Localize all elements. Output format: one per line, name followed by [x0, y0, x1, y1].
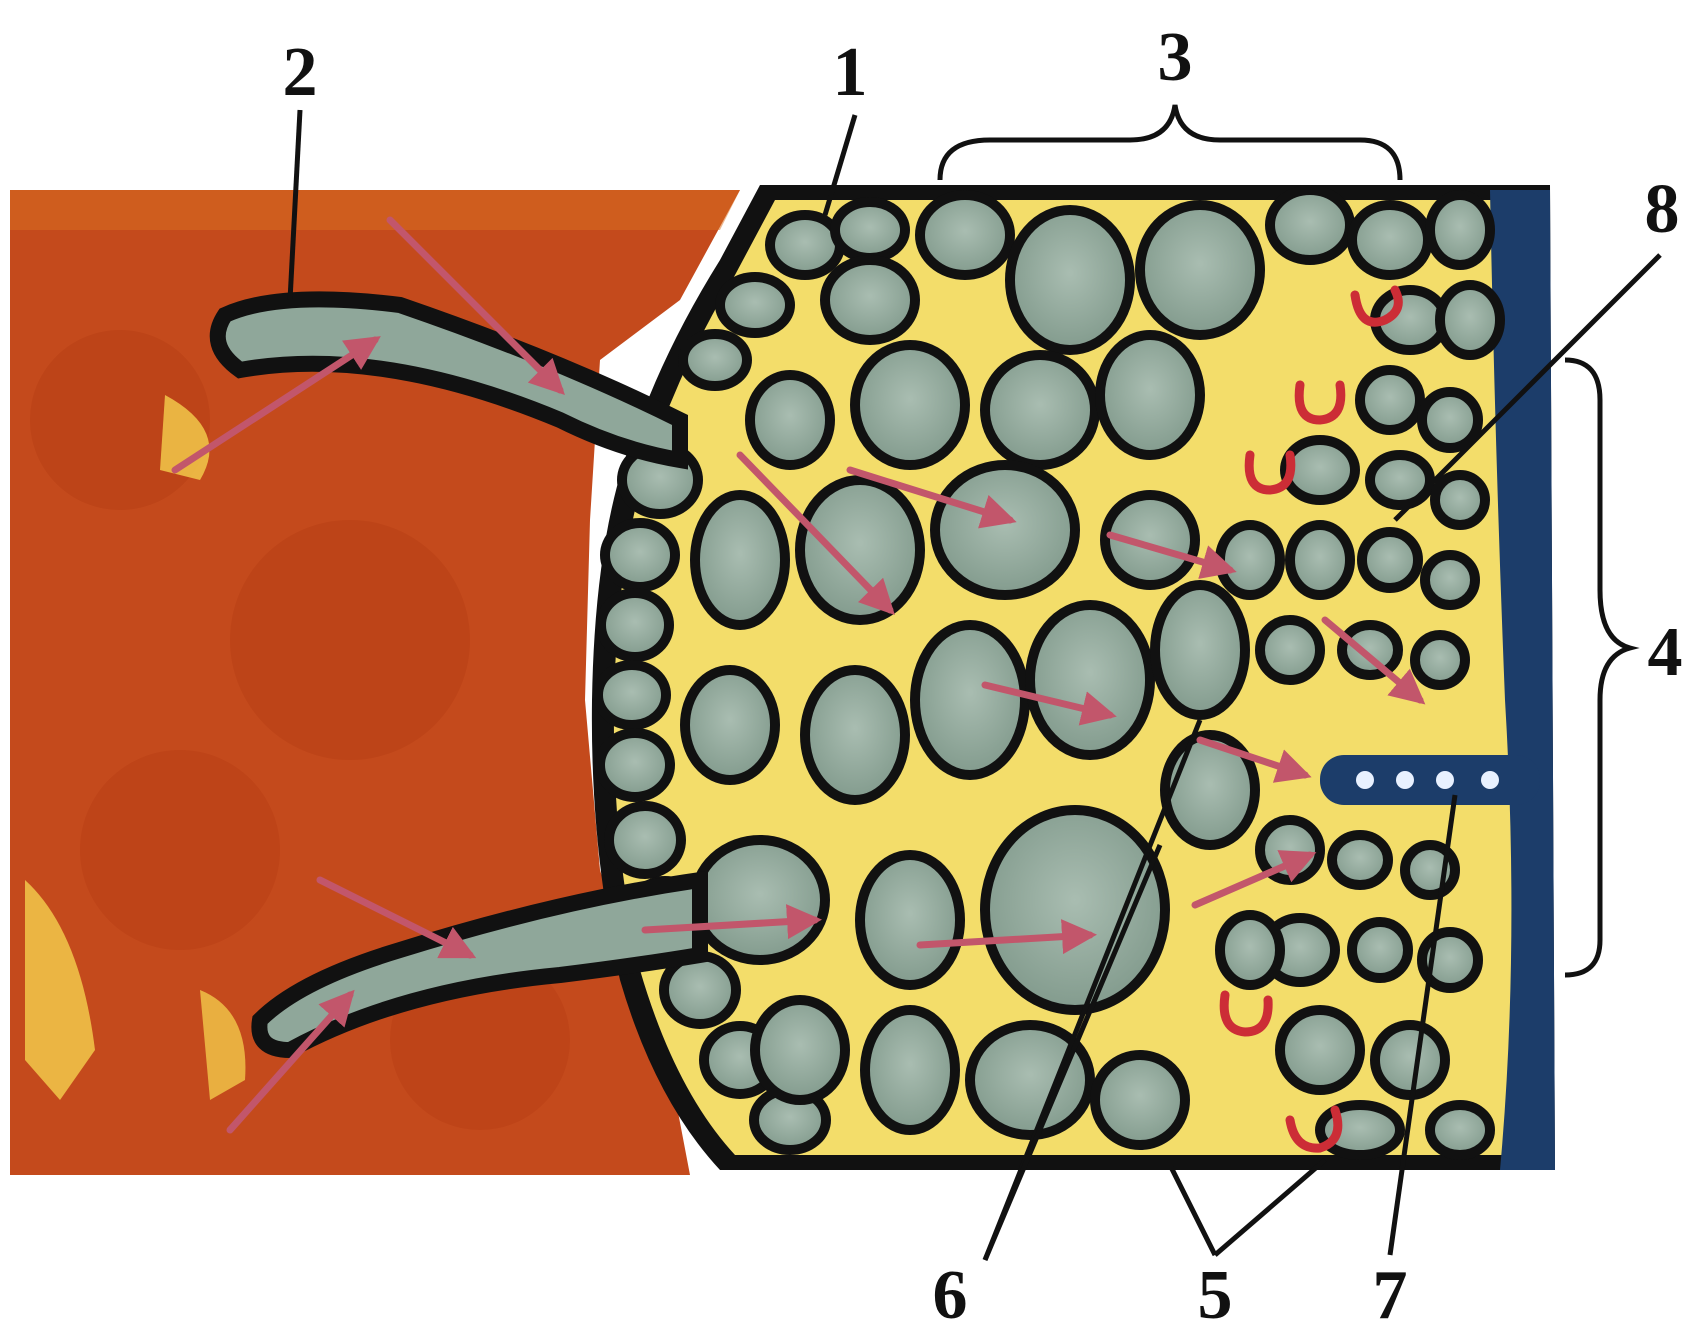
epidermis-cell — [609, 806, 681, 874]
cortex-cell — [805, 670, 905, 800]
cortex-cell — [985, 355, 1095, 465]
stele-cell — [1285, 440, 1355, 500]
label-3: 3 — [1158, 19, 1193, 96]
label-6: 6 — [933, 1257, 968, 1333]
cortex-cell — [1095, 1055, 1185, 1145]
epidermis-cell — [835, 202, 905, 258]
stele-cell — [1220, 915, 1280, 985]
epidermis-cell — [683, 334, 747, 386]
label-5: 5 — [1198, 1257, 1233, 1333]
epidermis-cell — [605, 523, 675, 587]
stele-cell — [1375, 1025, 1445, 1095]
stele-cell — [1332, 835, 1388, 885]
cortex-cell — [935, 465, 1075, 595]
stele-cell — [1260, 620, 1320, 680]
stele-cell — [1415, 635, 1465, 685]
leader-line-5a — [1170, 1165, 1215, 1255]
cortex-cell — [1030, 605, 1150, 755]
stele-cell — [1435, 475, 1485, 525]
cortex-cell — [750, 375, 830, 465]
cortex-cell — [755, 1000, 845, 1100]
cortex-cell — [1010, 210, 1130, 350]
epidermis-cell — [601, 593, 669, 657]
stele-cell — [1280, 1010, 1360, 1090]
stele-cell — [1425, 555, 1475, 605]
epidermis-cell — [600, 733, 670, 797]
stele-cell — [1422, 392, 1478, 448]
label-7: 7 — [1373, 1257, 1408, 1333]
stele-cell — [1352, 922, 1408, 978]
label-1: 1 — [833, 34, 868, 111]
stele-cell — [1352, 205, 1428, 275]
cortex-cell — [915, 625, 1025, 775]
stele-cell — [1290, 525, 1350, 595]
cortex-cell — [1155, 585, 1245, 715]
stele-cell — [1440, 285, 1500, 355]
cortex-cell — [1100, 335, 1200, 455]
stele-cell — [1430, 1105, 1490, 1155]
label-8: 8 — [1645, 171, 1680, 248]
stele-cell — [1342, 625, 1398, 675]
cortex-cell — [860, 855, 960, 985]
label-2: 2 — [283, 34, 318, 111]
label-4: 4 — [1648, 614, 1683, 691]
cortex-cell — [985, 810, 1165, 1010]
leader-line-5b — [1215, 1160, 1325, 1255]
cortex-cell — [685, 670, 775, 780]
stele-cell — [1430, 195, 1490, 265]
cortex-cell — [920, 195, 1010, 275]
cortex-cell — [800, 480, 920, 620]
cortex-cell — [1270, 190, 1350, 260]
cortex-cell — [695, 840, 825, 960]
brace-3 — [940, 105, 1400, 180]
stele-cell — [1220, 525, 1280, 595]
cortex-cell — [855, 345, 965, 465]
epidermis-cell — [720, 277, 790, 333]
cortex-cell — [695, 495, 785, 625]
stele-cell — [1362, 532, 1418, 588]
cortex-cell — [1140, 205, 1260, 335]
epidermis-cell — [770, 215, 840, 275]
cortex-cell — [825, 260, 915, 340]
cortex-cell — [865, 1010, 955, 1130]
brace-4 — [1565, 360, 1630, 975]
epidermis-cell — [598, 665, 666, 725]
stele-cell — [1360, 370, 1420, 430]
